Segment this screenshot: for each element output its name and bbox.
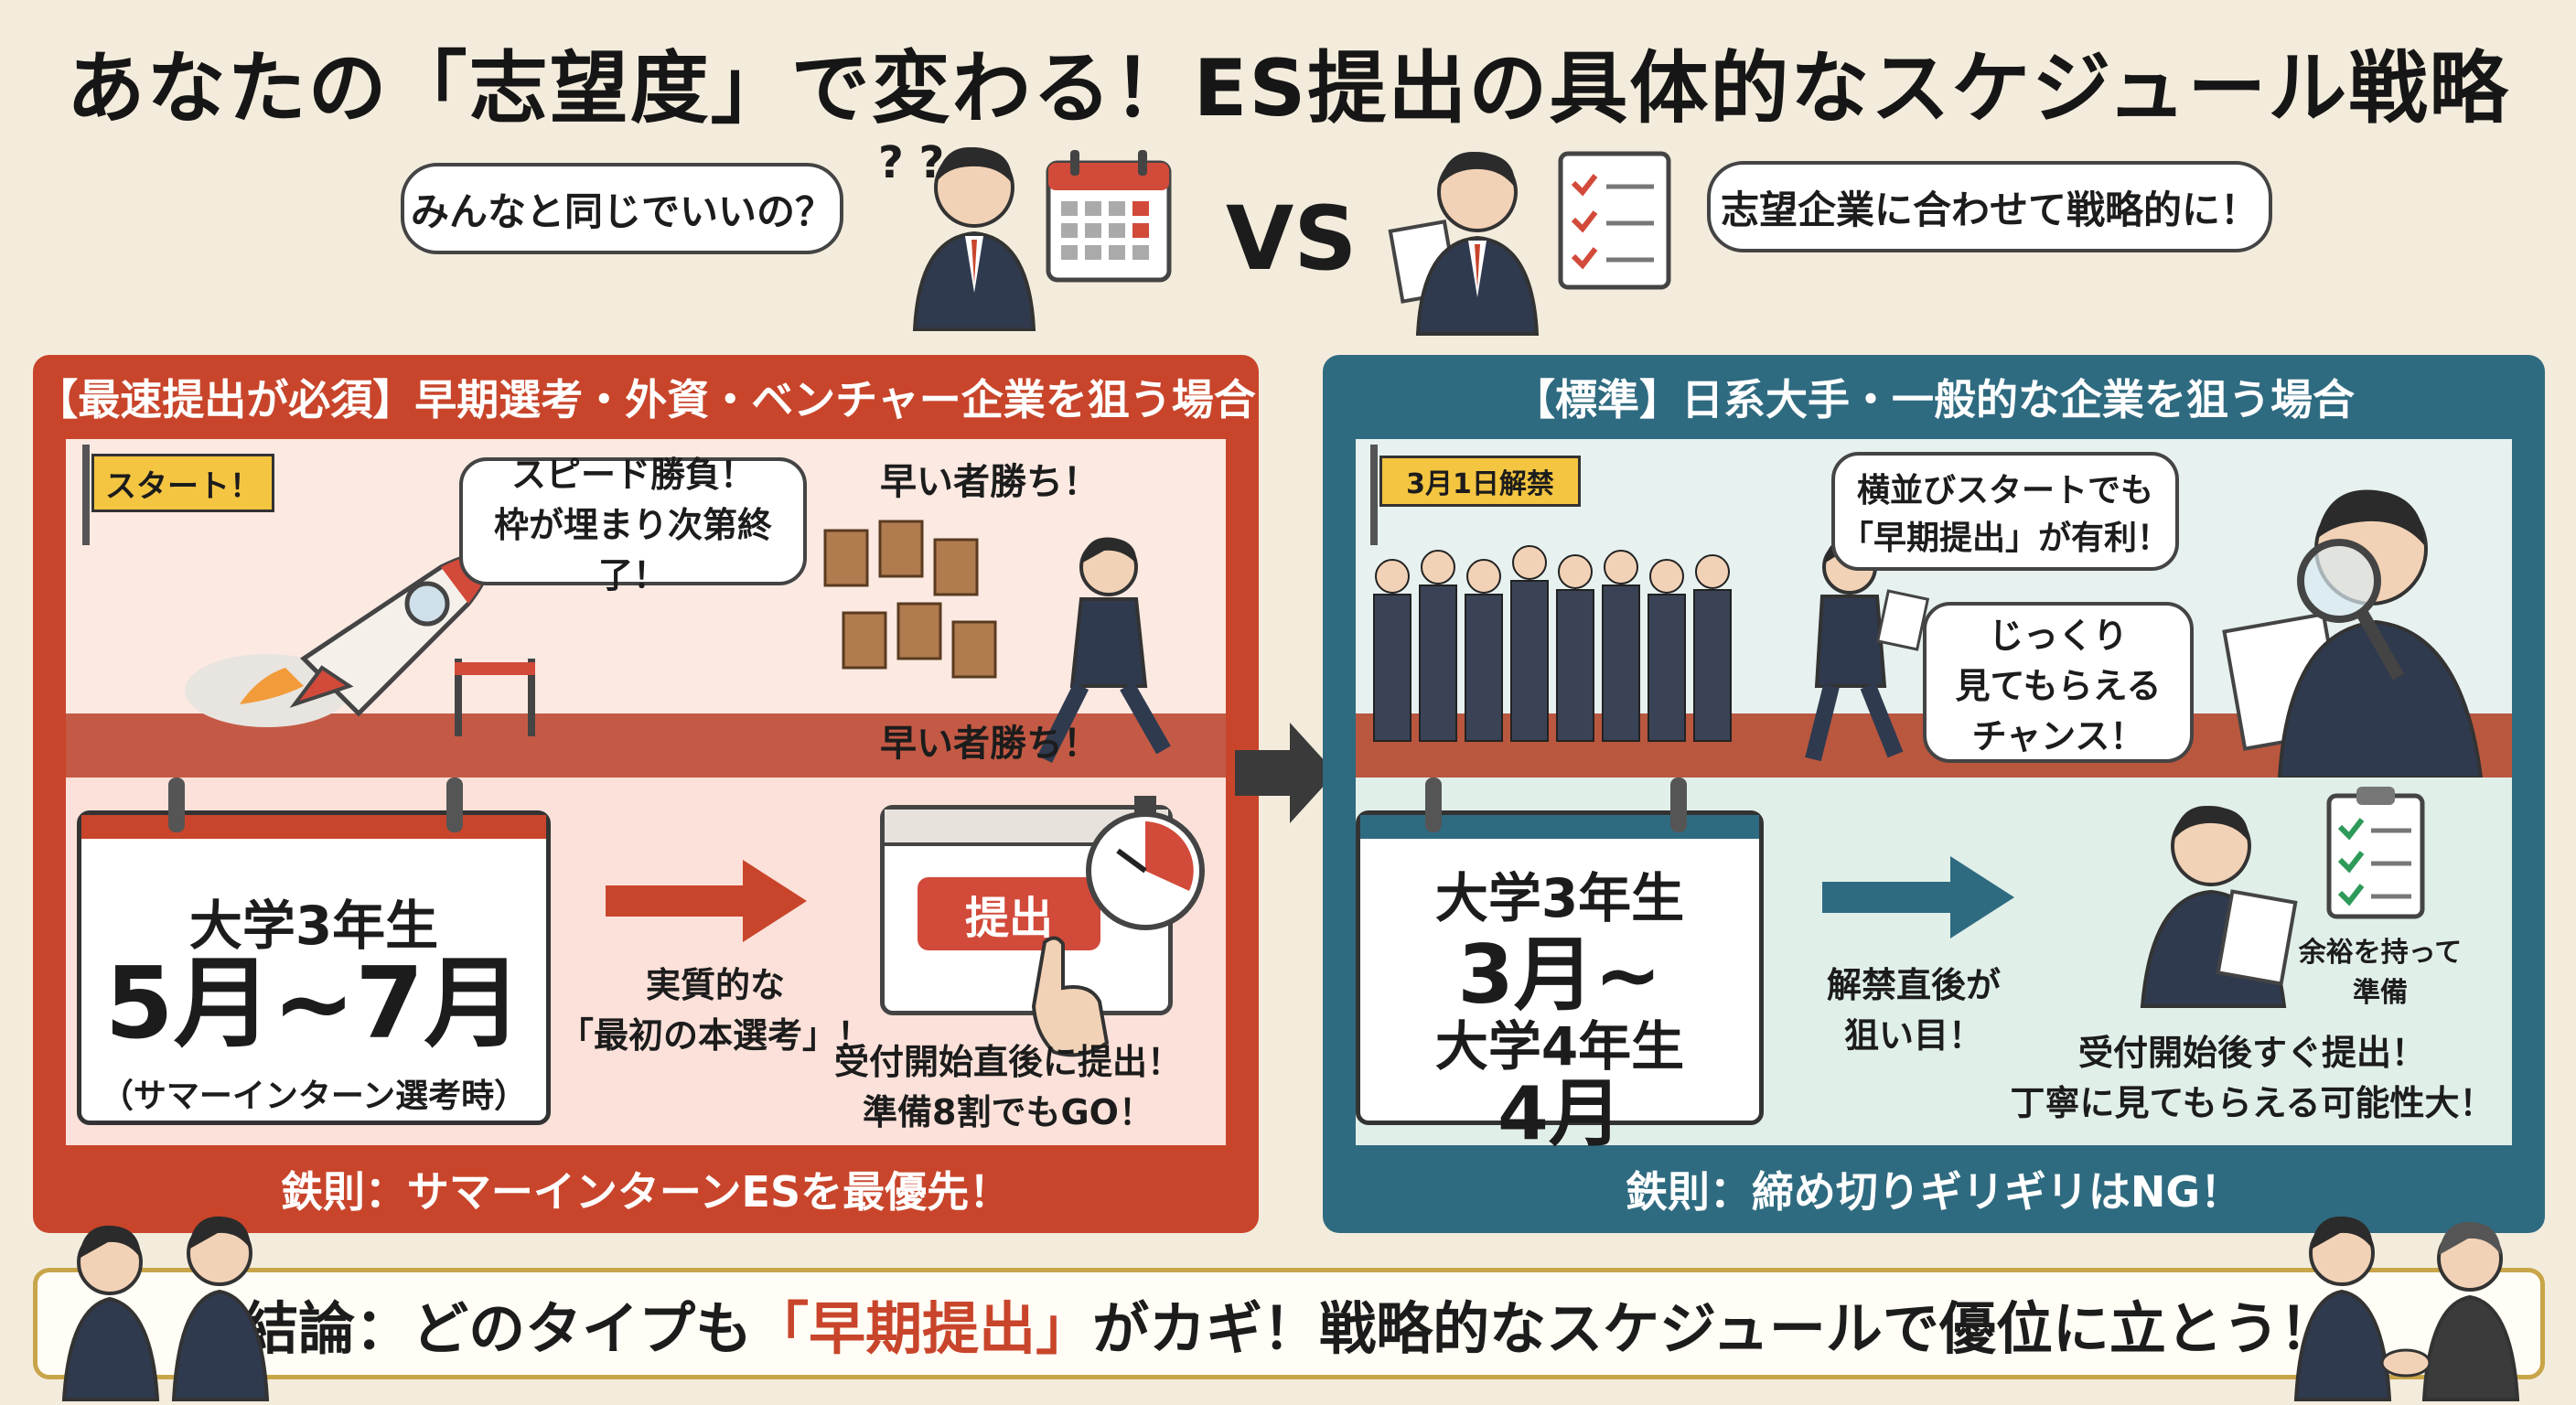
stopwatch-icon: [1086, 796, 1205, 930]
right-panel: 【標準】日系大手・一般的な企業を狙う場合 3月1日解禁 横並びスタートでも 「早…: [1323, 355, 2545, 1233]
speech-bubble-right: 志望企業に合わせて戦略的に！: [1707, 161, 2272, 252]
start-flag: スタート！: [91, 454, 274, 512]
right-speech-text-2: じっくり 見てもらえる チャンス！: [1955, 615, 2162, 756]
left-arrow-text: 実質的な 「最初の本選考」！: [558, 965, 872, 1056]
right-submit-text: 受付開始後すぐ提出！ 丁寧に見てもらえる可能性大！: [2010, 1033, 2495, 1123]
confident-student-illustration: [1388, 152, 1540, 336]
release-flag-text: 3月1日解禁: [1406, 468, 1554, 500]
right-speech-text-1: 横並びスタートでも 「早期提出」が有利！: [1840, 472, 2170, 557]
left-lower-area: 大学3年生 5月~7月 （サマーインターン選考時） 実質的な 「最初の本選考」！…: [66, 778, 1226, 1145]
right-bubble-text: 志望企業に合わせて戦略的に！: [1720, 187, 2259, 232]
worried-student-illustration: [912, 147, 1036, 331]
right-arrow-text: 解禁直後が 狙い目！: [1826, 965, 2001, 1056]
left-panel: 【最速提出が必須】早期選考・外資・ベンチャー企業を狙う場合 スタート！ スピード…: [33, 355, 1259, 1233]
left-calendar-top: [81, 815, 546, 839]
arrow-right-icon: [606, 860, 807, 942]
calendar-ring-2: [446, 778, 463, 832]
right-calendar-line2: 3月~: [1457, 928, 1662, 1022]
flag-pole: [82, 445, 90, 545]
left-speech-bubble: スピード勝負！ 枠が埋まり次第終了！: [459, 455, 807, 595]
left-submit-text: 受付開始直後に提出！ 準備8割でもGO！: [833, 1042, 1182, 1132]
right-calendar: 大学3年生 3月~ 大学4年生 4月: [1356, 810, 1764, 1156]
handshake-illustration: [2293, 1216, 2520, 1401]
right-calendar-line1: 大学3年生: [1434, 867, 1685, 929]
page-title: あなたの「志望度」で変わる！ES提出の具体的なスケジュール戦略: [66, 43, 2510, 134]
right-calendar-ring-2: [1670, 778, 1687, 832]
right-speech-bubble-1: 横並びスタートでも 「早期提出」が有利！: [1831, 452, 2179, 571]
left-calendar-line3: （サマーインターン選考時）: [100, 1078, 528, 1115]
hand-pointer-icon: [1031, 936, 1110, 1057]
right-calendar-line3: 大学4年生: [1434, 1015, 1685, 1078]
left-calendar-line1: 大学3年生: [188, 895, 439, 957]
left-calendar-line2: 5月~7月: [104, 947, 523, 1061]
left-bubble-text: みんなと同じでいいの？: [410, 188, 833, 234]
submit-button[interactable]: 提出: [918, 877, 1100, 950]
release-flag: 3月1日解禁: [1379, 456, 1581, 507]
reading-student-illustration: [2140, 806, 2298, 1008]
hurdle-icon: [455, 659, 535, 736]
right-lower-area: 大学3年生 3月~ 大学4年生 4月 解禁直後が 狙い目！ 余裕を持って 準: [1356, 778, 2512, 1156]
caption-bottom: 早い者勝ち！: [880, 723, 1100, 765]
clipboard-text: 余裕を持って 準備: [2298, 937, 2463, 1009]
rocket-icon: [185, 552, 491, 727]
vs-label: VS: [1226, 188, 1358, 290]
speech-bubble-left: みんなと同じでいいの？: [401, 163, 843, 254]
submit-button-label: 提出: [964, 893, 1053, 944]
right-scene: 3月1日解禁 横並びスタートでも 「早期提出」が有利！ じっくり 見てもらえる …: [1356, 439, 2512, 779]
left-speech-text: スピード勝負！ 枠が埋まり次第終了！: [493, 454, 772, 595]
crowd-illustration: [1373, 545, 1732, 742]
chairs-illustration: [823, 520, 997, 679]
right-calendar-line4: 4月: [1497, 1071, 1622, 1156]
conclusion-highlight: 「早期提出」: [752, 1295, 1093, 1362]
checklist-icon: [1558, 151, 1671, 290]
center-arrow-icon: [1235, 723, 1336, 823]
caption-top: 早い者勝ち！: [880, 461, 1100, 503]
right-panel-footer: 鉄則：締め切りギリギリはNG！: [1625, 1167, 2243, 1217]
reviewer-illustration: [2222, 489, 2484, 779]
calendar-ring-1: [168, 778, 185, 832]
right-panel-header: 【標準】日系大手・一般的な企業を狙う場合: [1513, 375, 2355, 424]
left-scene: スタート！ スピード勝負！ 枠が埋まり次第終了！ 早い者勝ち！: [66, 439, 1226, 778]
left-calendar: 大学3年生 5月~7月 （サマーインターン選考時）: [77, 810, 551, 1125]
calendar-icon: [1046, 150, 1172, 283]
right-speech-bubble-2: じっくり 見てもらえる チャンス！: [1923, 602, 2194, 763]
conclusion-suffix: がカギ！戦略的なスケジュールで優位に立とう！: [1092, 1295, 2336, 1362]
right-calendar-top: [1360, 815, 1759, 839]
right-flag-pole: [1370, 445, 1378, 545]
clipboard-icon: [2326, 787, 2425, 919]
left-panel-footer: 鉄則：サマーインターンESを最優先！: [280, 1167, 1012, 1217]
start-flag-text: スタート！: [105, 467, 261, 505]
left-panel-header: 【最速提出が必須】早期選考・外資・ベンチャー企業を狙う場合: [36, 375, 1256, 424]
conclusion-prefix: 結論：どのタイプも: [242, 1295, 753, 1362]
conclusion-bar: 結論：どのタイプも 「早期提出」 がカギ！戦略的なスケジュールで優位に立とう！: [33, 1268, 2545, 1379]
question-marks: ? ?: [878, 137, 945, 188]
cheering-students-illustration: [61, 1216, 270, 1401]
running-student-illustration: [1036, 537, 1171, 764]
right-arrow-icon: [1822, 856, 2014, 938]
right-calendar-ring-1: [1425, 778, 1442, 832]
